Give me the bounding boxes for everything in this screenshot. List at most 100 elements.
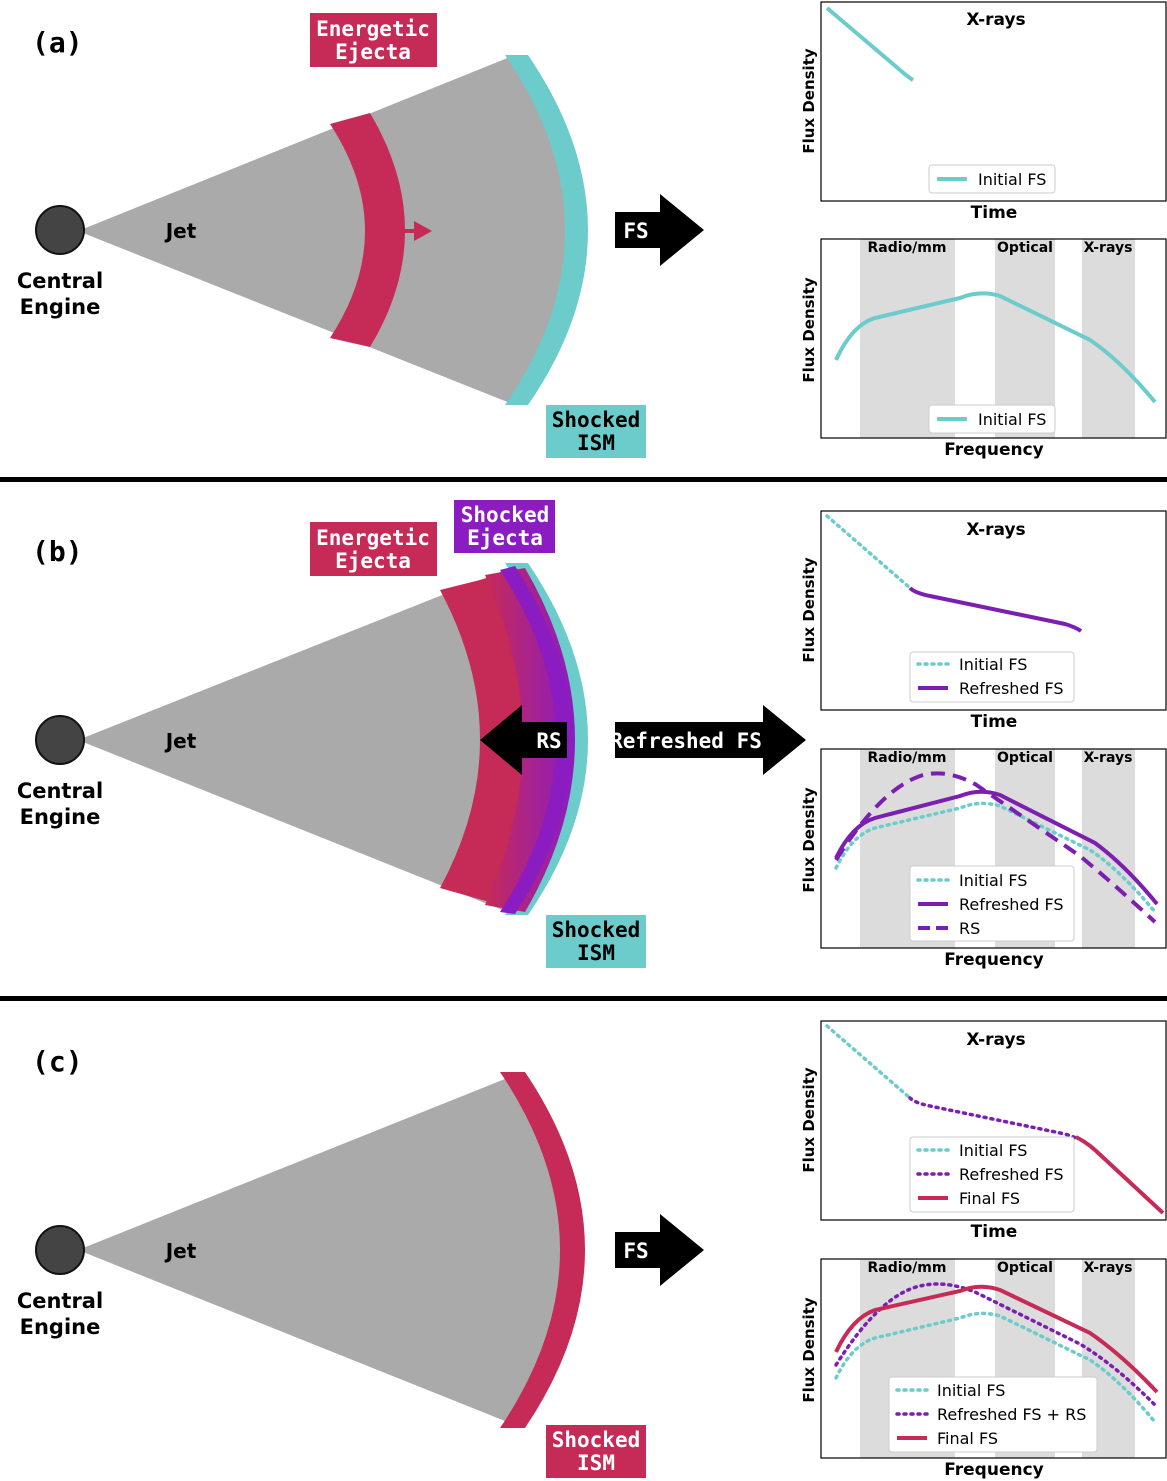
- plot-title: X-rays: [966, 1030, 1025, 1050]
- x-axis-label: Time: [971, 203, 1018, 223]
- x-axis-label: Frequency: [944, 950, 1044, 970]
- shocked-ism-tag: [546, 915, 646, 968]
- jet-label: Jet: [164, 729, 197, 753]
- shocked-ism-tag: [546, 1425, 646, 1478]
- fs-arrow: [615, 194, 704, 266]
- panel-label: (b): [32, 535, 83, 568]
- ism-tag-line2: ISM: [577, 1451, 615, 1475]
- energetic-ejecta-tag: [310, 13, 437, 67]
- time-plot: X-rays Time Flux Density Initial FS Refr…: [800, 1020, 1167, 1242]
- legend-label: Final FS: [959, 1189, 1020, 1208]
- ism-tag-line2: ISM: [577, 941, 615, 965]
- ism-tag-line1: Shocked: [552, 918, 641, 942]
- shocked-ejecta-tag-line1: Shocked: [461, 503, 550, 527]
- fs-arrow-label: FS: [623, 219, 648, 243]
- panel-divider: [0, 477, 1167, 482]
- legend-box: [888, 1376, 1098, 1453]
- ejecta-tag-line1: Energetic: [316, 17, 430, 41]
- energetic-ejecta-tag: [310, 522, 437, 576]
- central-engine: [35, 715, 85, 765]
- frequency-plot: Radio/mm Optical X-rays Frequency Flux D…: [800, 238, 1167, 460]
- band-xrays: [1082, 749, 1135, 948]
- shocked-ism-shell: [505, 563, 588, 915]
- band-label-radio: Radio/mm: [868, 240, 947, 256]
- fs-arrow: [615, 1214, 704, 1286]
- plot-frame: [820, 748, 1167, 949]
- frequency-plot: Radio/mm Optical X-rays Frequency Flux D…: [800, 748, 1167, 970]
- refreshed-fs-arrow-label: Refreshed FS: [610, 729, 762, 753]
- plot-frame: [820, 1020, 1167, 1221]
- band-label-optical: Optical: [997, 1260, 1053, 1276]
- shocked-ejecta-tag: [454, 500, 555, 553]
- panel-a: (a) Central Engine Jet Energetic Ejecta …: [17, 1, 1167, 460]
- plot-title: X-rays: [966, 10, 1025, 30]
- curve-initial-fs: [834, 1311, 1157, 1424]
- curve-initial-fs: [834, 801, 1157, 914]
- plot-frame: [820, 238, 1167, 439]
- band-label-optical: Optical: [997, 750, 1053, 766]
- curve-initial-fs: [825, 514, 912, 590]
- y-axis-label: Flux Density: [800, 277, 818, 383]
- curve-refreshed-fs: [908, 586, 1083, 633]
- rs-arrow-label: RS: [536, 729, 561, 753]
- legend-box: [909, 1136, 1075, 1213]
- band-label-xrays: X-rays: [1084, 1260, 1133, 1276]
- engine-label-line2: Engine: [20, 295, 101, 319]
- panel-label: (a): [32, 26, 83, 59]
- legend-label: Refreshed FS: [959, 1165, 1064, 1184]
- ism-tag-line1: Shocked: [552, 408, 641, 432]
- x-axis-label: Time: [971, 1222, 1018, 1242]
- engine-label-line1: Central: [17, 1289, 103, 1313]
- shocked-ejecta-tag-line2: Ejecta: [467, 526, 543, 550]
- time-plot: X-rays Time Flux Density Initial FS: [800, 1, 1167, 223]
- curve-refreshed-fs-rs: [834, 1282, 1157, 1407]
- ejecta-tag-line1: Energetic: [316, 526, 430, 550]
- ism-tag-line2: ISM: [577, 431, 615, 455]
- curve-initial-fs: [825, 1024, 912, 1100]
- shocked-ism-tag: [546, 405, 646, 458]
- central-engine: [35, 1225, 85, 1275]
- y-axis-label: Flux Density: [800, 48, 818, 154]
- legend-box: [928, 404, 1056, 434]
- ejecta-arrow-head: [414, 221, 432, 241]
- x-axis-label: Time: [971, 712, 1018, 732]
- legend-label: Refreshed FS + RS: [937, 1405, 1086, 1424]
- legend-box: [909, 651, 1075, 703]
- x-axis-label: Frequency: [944, 1460, 1044, 1480]
- panel-label: (c): [32, 1045, 83, 1078]
- band-label-radio: Radio/mm: [868, 1260, 947, 1276]
- fs-arrow-label: FS: [623, 1239, 648, 1263]
- curve-final-fs: [834, 1284, 1159, 1394]
- plot-frame: [820, 1, 1167, 202]
- curve-rs: [834, 771, 1157, 924]
- curve-refreshed-fs: [908, 1096, 1080, 1141]
- engine-label-line1: Central: [17, 269, 103, 293]
- jet-label: Jet: [164, 1239, 197, 1263]
- legend-label: Initial FS: [978, 170, 1046, 189]
- ejecta-tag-line2: Ejecta: [335, 549, 411, 573]
- legend-box: [928, 164, 1056, 194]
- x-axis-label: Frequency: [944, 440, 1044, 460]
- shocked-ism-shell: [500, 1072, 585, 1428]
- panel-divider: [0, 996, 1167, 1001]
- central-engine: [35, 205, 85, 255]
- curve-initial-fs: [825, 6, 915, 82]
- band-label-radio: Radio/mm: [868, 750, 947, 766]
- band-label-xrays: X-rays: [1084, 240, 1133, 256]
- legend-label: Initial FS: [978, 410, 1046, 429]
- legend-box: [909, 865, 1075, 942]
- frequency-plot: Radio/mm Optical X-rays Frequency Flux D…: [800, 1258, 1167, 1480]
- plot-frame: [820, 510, 1167, 711]
- curve-refreshed-fs: [834, 789, 1159, 906]
- legend-label: Initial FS: [959, 655, 1027, 674]
- engine-label-line2: Engine: [20, 1315, 101, 1339]
- ejecta-tag-line2: Ejecta: [335, 40, 411, 64]
- rs-arrow: [480, 705, 567, 775]
- curve-final-fs: [1075, 1135, 1165, 1215]
- jet-cone: [78, 1075, 570, 1425]
- shocked-ism-shell: [505, 55, 588, 405]
- energetic-ejecta-band: [330, 113, 405, 347]
- legend-label: Initial FS: [959, 871, 1027, 890]
- refreshed-fs-arrow: [615, 705, 806, 775]
